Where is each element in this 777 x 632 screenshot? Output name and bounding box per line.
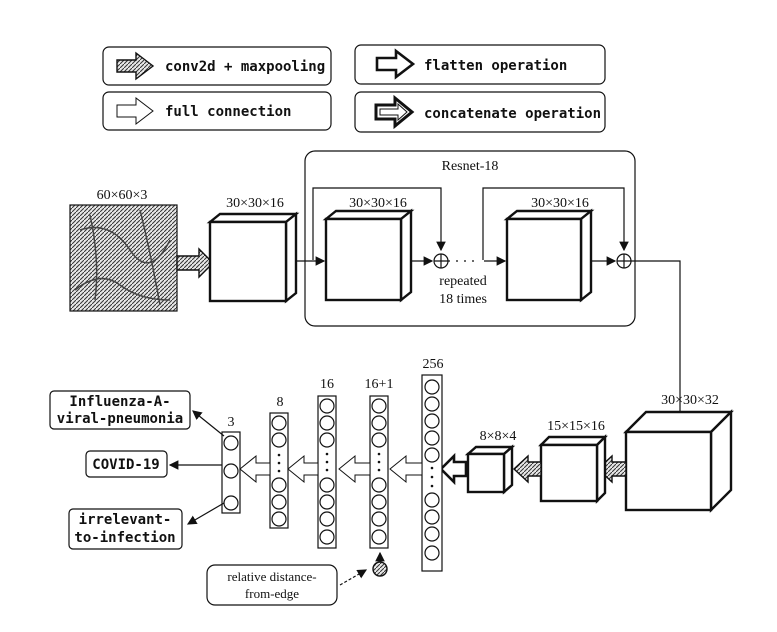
arrow-to-irrelevant	[186, 502, 225, 525]
legend-box-concat	[354, 91, 606, 133]
distance-pointer	[339, 569, 368, 586]
repeated-label-1: repeated	[439, 274, 486, 289]
layer-17-label: 16+1	[365, 377, 394, 392]
layer-3-label: 3	[228, 415, 235, 430]
full-arrow-3	[287, 454, 319, 484]
output-influenza-box	[49, 390, 191, 430]
legend-box-conv	[102, 46, 332, 86]
arrow-to-influenza	[192, 410, 225, 437]
layer-8-label: 8	[277, 395, 284, 410]
output-covid-box	[85, 450, 168, 478]
distance-label-line1: relative distance-	[227, 569, 316, 584]
input-dim: 60×60×3	[97, 188, 148, 203]
output-influenza-line1: Influenza-A-	[69, 394, 170, 410]
output-irrelevant-line1: irrelevant-	[79, 512, 172, 528]
legend-box-flatten	[354, 44, 606, 85]
full-arrow-4	[239, 454, 271, 484]
conv-arrow-icon	[116, 51, 155, 81]
legend-concat-label: concatenate operation	[424, 106, 601, 122]
small-cube	[464, 444, 516, 495]
output-influenza-line2: viral-pneumonia	[57, 411, 183, 427]
repeated-label-2: 18 times	[439, 292, 487, 307]
distance-label-line2: from-edge	[245, 586, 299, 601]
distance-label-box	[206, 564, 338, 606]
resnet-title: Resnet-18	[442, 159, 499, 174]
add-node-1	[433, 253, 449, 269]
resnet-block: Resnet-18 30×30×16 30×30×16	[304, 150, 636, 327]
layer-8	[269, 412, 289, 529]
small-cube-dim: 8×8×4	[480, 429, 517, 444]
conv-arrow-1	[176, 247, 214, 279]
big-cube-dim: 30×30×32	[661, 393, 719, 408]
big-cube	[623, 409, 734, 513]
layer-16	[317, 395, 337, 549]
layer-3	[221, 431, 241, 514]
conv1-dim: 30×30×16	[226, 196, 284, 211]
input-image	[69, 204, 178, 312]
flow-resnet-out	[631, 260, 685, 430]
full-connection-arrow-icon	[116, 96, 154, 126]
legend-flatten-label: flatten operation	[424, 58, 567, 74]
distance-input-node	[372, 561, 388, 577]
legend: conv2d + maxpooling full connection flat…	[102, 44, 606, 133]
flatten-arrow	[439, 452, 468, 486]
conv1-cube	[206, 211, 300, 304]
output-covid-label: COVID-19	[92, 457, 159, 473]
add-node-2	[616, 253, 632, 269]
block1-dim: 30×30×16	[349, 196, 407, 211]
flatten-arrow-icon	[375, 48, 416, 80]
full-arrow-2	[338, 454, 371, 484]
legend-conv-label: conv2d + maxpooling	[165, 59, 325, 75]
block1-cube	[322, 208, 415, 303]
legend-box-full	[102, 91, 332, 131]
output-irrelevant-line2: to-infection	[74, 530, 175, 546]
block2-cube	[503, 208, 595, 303]
layer-256	[421, 374, 443, 572]
layer-16-label: 16	[320, 377, 334, 392]
skip-connection-1	[312, 187, 446, 260]
layer-256-label: 256	[423, 357, 444, 372]
full-arrow-1	[389, 454, 423, 484]
conv-arrow-3	[512, 454, 542, 484]
layer-17	[369, 395, 389, 549]
concatenate-arrow-inner	[379, 102, 408, 122]
skip-connection-2	[482, 187, 629, 260]
block2-dim: 30×30×16	[531, 196, 589, 211]
mid-cube	[538, 434, 608, 504]
output-irrelevant-box	[68, 508, 183, 550]
mid-cube-dim: 15×15×16	[547, 419, 605, 434]
legend-full-label: full connection	[165, 104, 291, 120]
